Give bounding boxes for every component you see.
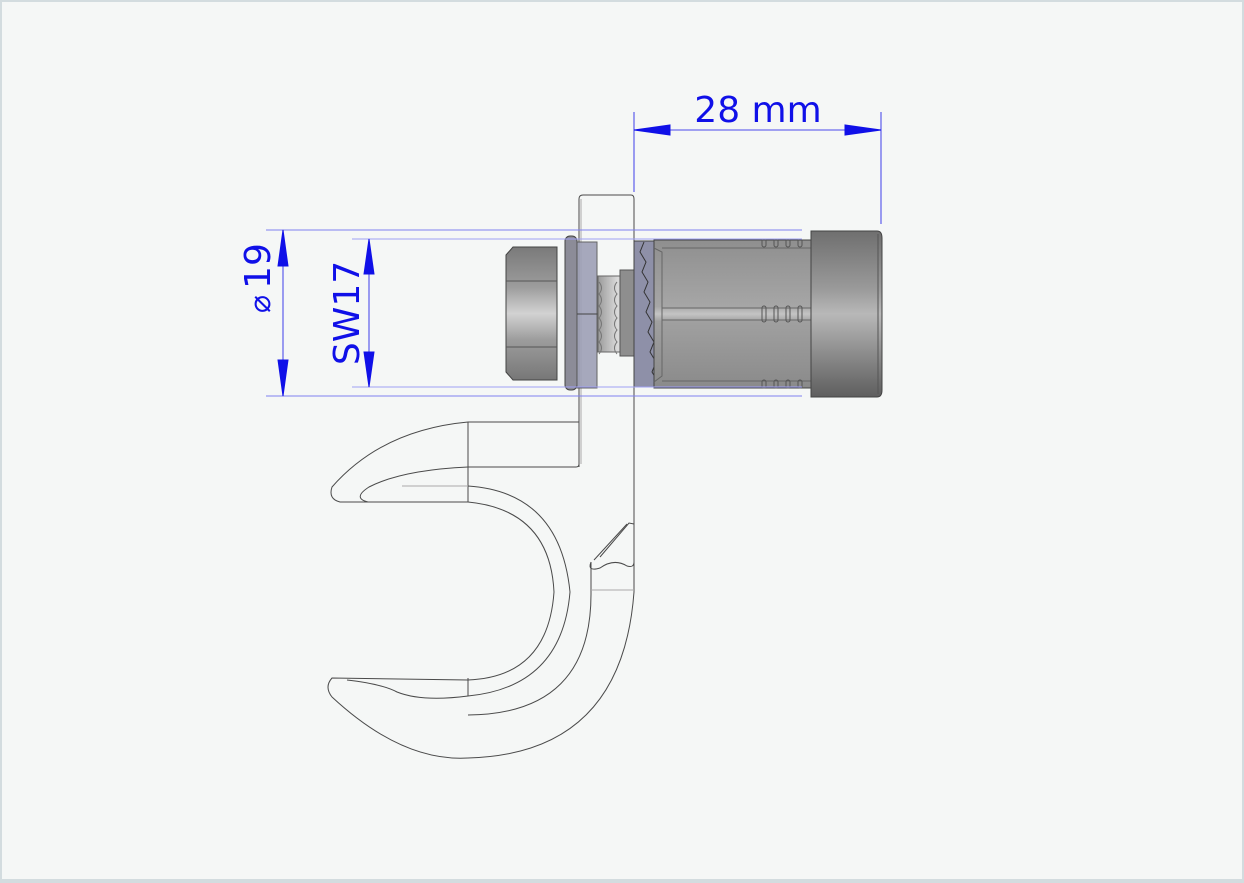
hook <box>327 421 635 759</box>
dimension-diameter: ⌀ 19 <box>238 243 279 313</box>
svg-text:⌀19: ⌀ 19 <box>238 243 279 313</box>
hex-bolt-head <box>505 246 558 381</box>
dimension-wrench-size: SW17 <box>327 261 368 365</box>
washer <box>564 235 632 391</box>
wrench-size-label: SW17 <box>327 261 368 365</box>
threaded-stud <box>597 269 639 357</box>
anchor-end-cap <box>810 230 883 398</box>
dimension-length-label: 28 mm <box>694 90 821 131</box>
expansion-anchor-sleeve <box>633 238 815 389</box>
dimension-lines <box>266 112 882 397</box>
diameter-label: 19 <box>238 243 279 289</box>
diameter-symbol: ⌀ <box>243 295 278 313</box>
